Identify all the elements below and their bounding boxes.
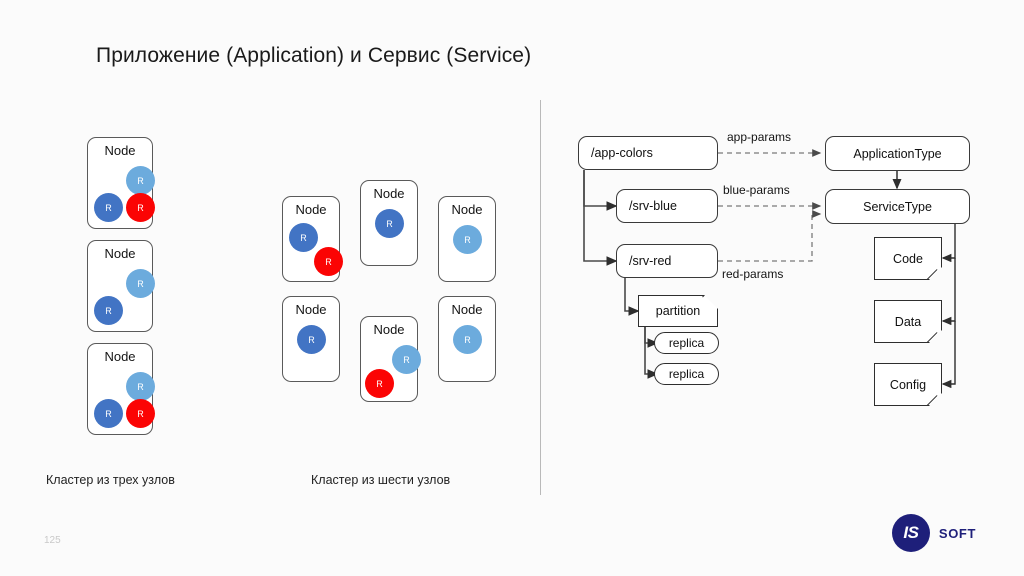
replica-circle: R: [94, 193, 123, 222]
node-label: Node: [104, 246, 136, 261]
edge-label-app-params: app-params: [727, 130, 792, 144]
node-box: Node R R: [282, 196, 343, 282]
path-box-srv-red[interactable]: /srv-red: [616, 244, 718, 278]
edge-label-red-params: red-params: [722, 267, 784, 281]
path-box-srv-blue[interactable]: /srv-blue: [616, 189, 718, 223]
node-label: Node: [104, 349, 136, 364]
node-box: Node R: [360, 180, 418, 266]
replica-circle: R: [126, 269, 155, 298]
data-artifact[interactable]: Data: [874, 300, 942, 343]
code-artifact[interactable]: Code: [874, 237, 942, 280]
partition-box[interactable]: partition: [638, 295, 718, 327]
brand-logo: IS SOFT: [891, 514, 976, 552]
replica-circle: R: [392, 345, 421, 374]
node-label: Node: [295, 302, 327, 317]
replica-box[interactable]: replica: [654, 363, 719, 385]
node-box: Node R: [282, 296, 340, 382]
node-box: Node R: [438, 296, 496, 382]
node-label: Node: [451, 302, 483, 317]
replica-circle: R: [126, 193, 155, 222]
page-fold: [927, 395, 947, 415]
replica-circle: R: [453, 325, 482, 354]
edge-label-blue-params: blue-params: [723, 183, 790, 197]
node-label: Node: [373, 186, 405, 201]
node-label: Node: [104, 143, 136, 158]
page-fold: [927, 332, 947, 352]
path-box-app-colors[interactable]: /app-colors: [578, 136, 718, 170]
node-box: Node R R R: [87, 343, 155, 435]
is-logo-icon: IS: [891, 514, 930, 552]
replica-circle: R: [126, 399, 155, 428]
page-fold: [927, 269, 947, 289]
application-type-box[interactable]: ApplicationType: [825, 136, 970, 171]
cluster-caption: Кластер из трех узлов: [46, 473, 175, 487]
service-type-box[interactable]: ServiceType: [825, 189, 970, 224]
vertical-divider: [540, 100, 541, 495]
node-box: Node R: [438, 196, 496, 282]
node-box: Node R R: [360, 316, 421, 402]
replica-circle: R: [314, 247, 343, 276]
node-label: Node: [451, 202, 483, 217]
data-label: Data: [894, 314, 922, 329]
replica-circle: R: [126, 166, 155, 195]
page-title: Приложение (Application) и Сервис (Servi…: [96, 44, 532, 67]
brand-name: SOFT: [938, 525, 976, 541]
node-box: Node R R: [87, 240, 155, 332]
code-label: Code: [893, 251, 923, 266]
config-label: Config: [889, 377, 927, 392]
replica-box[interactable]: replica: [654, 332, 719, 354]
node-label: Node: [373, 322, 405, 337]
replica-circle: R: [365, 369, 394, 398]
replica-circle: R: [126, 372, 155, 401]
replica-circle: R: [289, 223, 318, 252]
replica-circle: R: [375, 209, 404, 238]
replica-circle: R: [453, 225, 482, 254]
cluster-caption: Кластер из шести узлов: [311, 473, 451, 487]
partition-label: partition: [655, 304, 701, 318]
replica-circle: R: [94, 296, 123, 325]
node-box: Node R R R: [87, 137, 155, 229]
node-label: Node: [295, 202, 327, 217]
cut-corner: [702, 286, 723, 307]
replica-circle: R: [94, 399, 123, 428]
config-artifact[interactable]: Config: [874, 363, 942, 406]
page-number: 125: [44, 535, 61, 546]
replica-circle: R: [297, 325, 326, 354]
